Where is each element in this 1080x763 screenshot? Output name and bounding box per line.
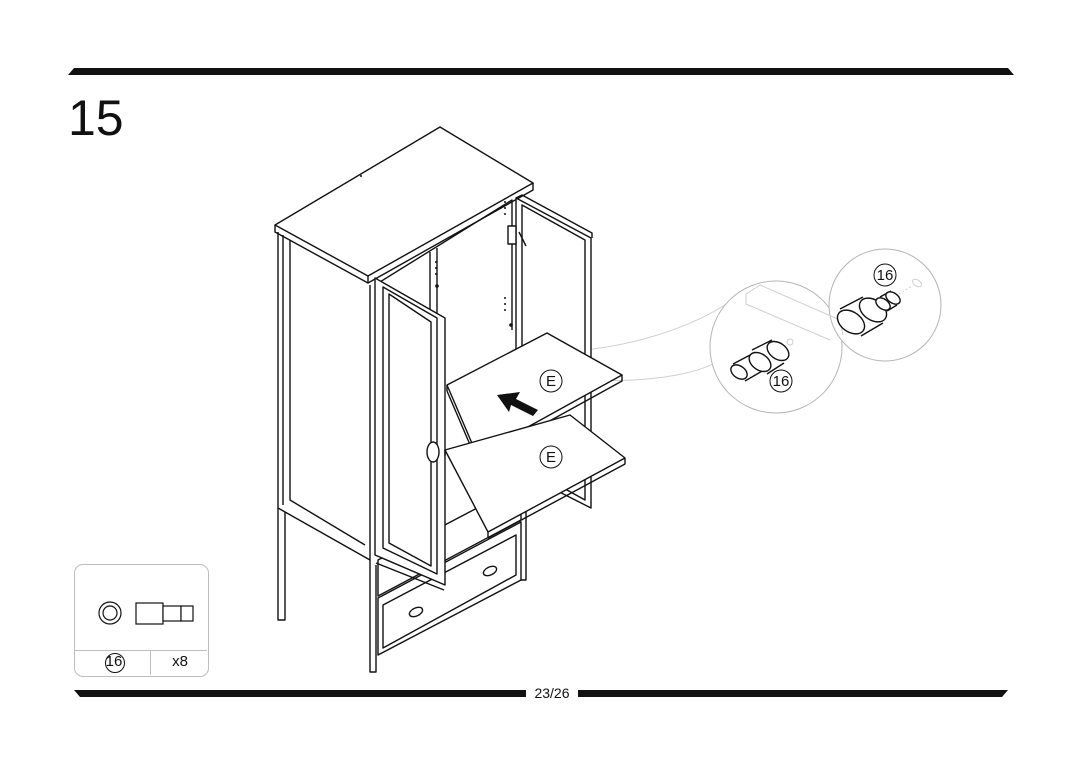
part-id-circle [105, 653, 125, 673]
part-id: 16 [105, 653, 123, 670]
callout-label-bottom: 16 [773, 373, 790, 390]
shelf-label-lower: E [546, 449, 556, 466]
parts-divider [75, 650, 207, 651]
parts-divider [150, 651, 151, 675]
step-number: 15 [68, 90, 124, 146]
part-quantity: x8 [172, 653, 188, 670]
shelf-label-upper: E [546, 373, 556, 390]
top-rule [68, 68, 1014, 75]
callout-label-top: 16 [877, 267, 894, 284]
page-number: 23/26 [526, 685, 578, 701]
